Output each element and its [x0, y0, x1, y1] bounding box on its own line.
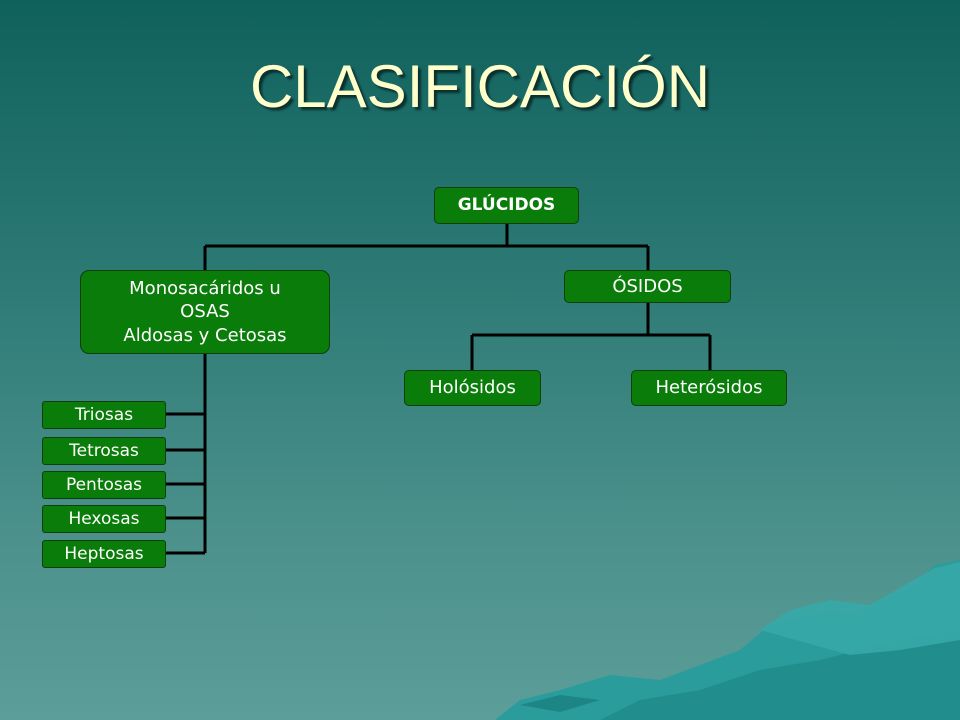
node-heterosidos: Heterósidos	[631, 370, 787, 406]
node-glucidos: GLÚCIDOS	[434, 187, 579, 224]
node-tetrosas: Tetrosas	[42, 437, 166, 465]
node-hexosas: Hexosas	[42, 505, 166, 533]
node-monosacaridos: Monosacáridos u OSAS Aldosas y Cetosas	[80, 270, 330, 354]
node-monosacaridos-line3: Aldosas y Cetosas	[123, 324, 287, 346]
slide-title: CLASIFICACIÓN	[249, 53, 711, 120]
node-pentosas: Pentosas	[42, 471, 166, 499]
node-holosidos: Holósidos	[404, 370, 541, 406]
node-triosas: Triosas	[42, 401, 166, 429]
node-osidos: ÓSIDOS	[564, 270, 731, 303]
node-monosacaridos-line1: Monosacáridos u	[129, 277, 281, 299]
node-monosacaridos-line2: OSAS	[180, 301, 230, 323]
node-heptosas: Heptosas	[42, 540, 166, 568]
